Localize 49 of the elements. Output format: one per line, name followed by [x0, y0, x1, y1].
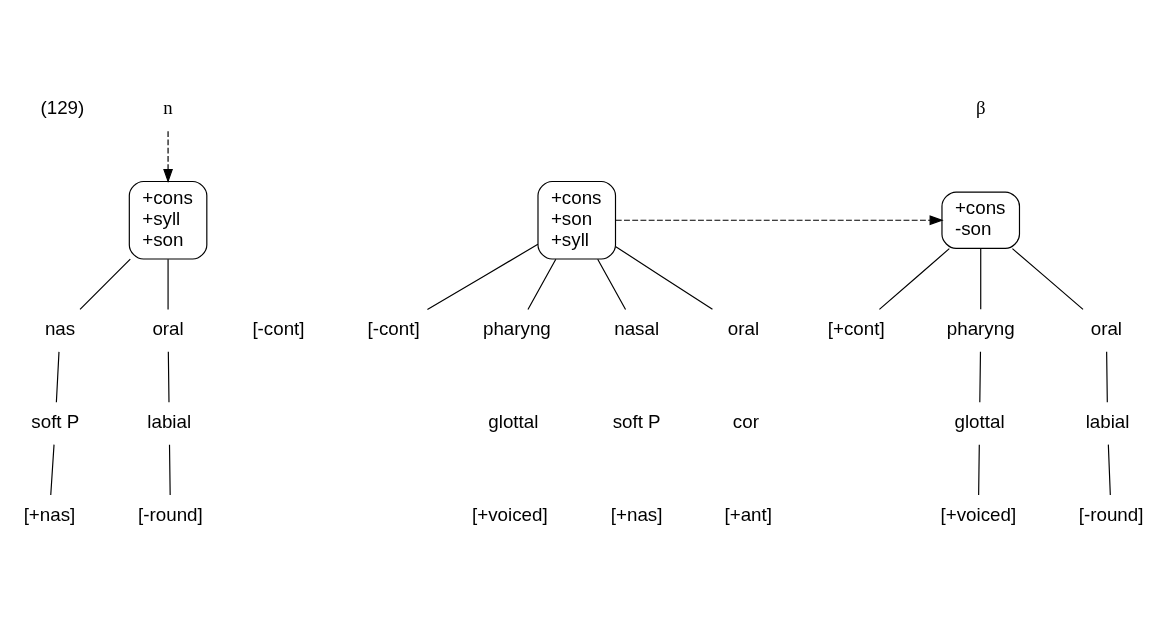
label: [-cont]: [252, 318, 305, 340]
connector: [979, 351, 982, 403]
connector: [615, 246, 714, 310]
connector: [167, 258, 169, 310]
node-text: oral: [1090, 318, 1123, 340]
node-text: pharyng: [946, 318, 1015, 340]
connector: [597, 258, 627, 310]
label: cor: [732, 410, 759, 432]
label: (129): [40, 97, 85, 119]
connector: [426, 243, 539, 311]
node-text: labial: [1085, 410, 1130, 432]
label: β: [975, 97, 986, 119]
node-box: +cons -son: [941, 191, 1021, 249]
connector: [79, 258, 131, 310]
node-box: +cons +son +syll: [537, 180, 617, 260]
node-text: labial: [147, 410, 192, 432]
connector: [527, 258, 557, 310]
node-text: [+voiced]: [940, 503, 1017, 525]
connector: [980, 248, 982, 310]
node-text: oral: [152, 318, 184, 340]
node-text: n: [163, 97, 173, 119]
connector: [1106, 351, 1108, 403]
node-text: [+cont]: [827, 318, 885, 340]
connector: [878, 248, 950, 310]
node-text: [-cont]: [367, 318, 420, 340]
connector: [978, 444, 980, 496]
node-text: [-round]: [138, 503, 203, 525]
node-text: nasal: [614, 318, 660, 340]
node-text: nas: [44, 318, 76, 340]
arrow: [163, 130, 173, 184]
node-box: +cons +syll +son: [128, 180, 208, 260]
connector: [1107, 444, 1111, 496]
node-text: glottal: [954, 410, 1005, 432]
label: [+ant]: [724, 503, 772, 525]
connector: [168, 444, 171, 496]
connector: [50, 444, 55, 496]
arrow: [615, 215, 944, 226]
node-text: soft P: [31, 410, 80, 432]
node-text: [+nas]: [23, 503, 76, 525]
connector: [1011, 248, 1084, 310]
connector: [55, 351, 60, 403]
node-text: [-round]: [1078, 503, 1144, 525]
label: [+nas]: [610, 503, 663, 525]
label: glottal: [488, 410, 539, 432]
label: soft P: [612, 410, 661, 432]
node-text: oral: [727, 318, 760, 340]
node-text: pharyng: [482, 318, 551, 340]
connector: [167, 351, 170, 403]
label: [+voiced]: [471, 503, 548, 525]
